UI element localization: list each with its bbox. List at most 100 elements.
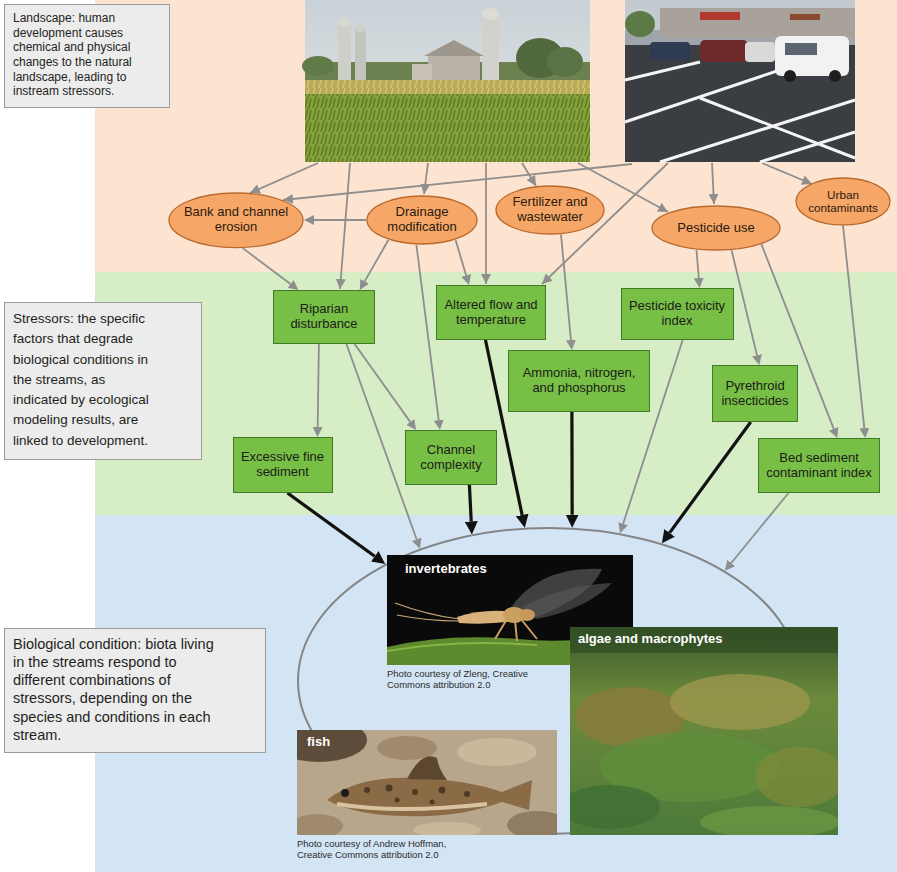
connector-arrow bbox=[469, 485, 471, 521]
parking-photo bbox=[700, 40, 748, 62]
mayfly-photo bbox=[395, 603, 459, 621]
oval-label: Pesticide use bbox=[677, 221, 754, 236]
photo-panel: algae and macrophytes bbox=[570, 627, 838, 835]
photo-credit: Photo courtesy of Zleng, Creative Common… bbox=[387, 668, 547, 691]
parking-photo bbox=[660, 8, 855, 38]
photo-arrow bbox=[250, 163, 318, 193]
stressor-box: Bed sediment contaminant index bbox=[758, 438, 880, 493]
farm-photo bbox=[547, 47, 583, 77]
fish-photo bbox=[377, 736, 437, 760]
landscape-change-oval: Fertilizer and wastewater bbox=[495, 185, 605, 235]
note-box: Biological condition: biota living in th… bbox=[4, 628, 266, 753]
landscape-band bbox=[95, 0, 897, 272]
fish-photo bbox=[337, 804, 487, 809]
stressor-label: Channel complexity bbox=[411, 443, 491, 473]
stressor-label: Pesticide toxicity index bbox=[628, 299, 726, 329]
note-text: Biological condition: biota living in th… bbox=[13, 635, 218, 744]
fish-photo bbox=[430, 800, 435, 805]
connector-arrow bbox=[561, 234, 571, 340]
photo-label: algae and macrophytes bbox=[578, 631, 723, 647]
algae-photo bbox=[570, 627, 838, 653]
connector-arrow bbox=[318, 344, 319, 427]
oval-outline bbox=[796, 178, 890, 225]
oval-outline bbox=[652, 206, 780, 250]
connector-arrow bbox=[314, 219, 366, 221]
fish-photo bbox=[412, 789, 418, 795]
parking-photo bbox=[650, 42, 690, 60]
fish-photo bbox=[507, 811, 557, 835]
oval-label: Urban contaminants bbox=[805, 188, 881, 215]
parking-photo bbox=[625, 62, 855, 162]
note-box: Stressors: the specific factors that deg… bbox=[4, 302, 202, 460]
photo-arrow bbox=[340, 163, 350, 289]
photo-arrow bbox=[712, 163, 714, 204]
farm-photo bbox=[338, 22, 351, 80]
note-box: Landscape: human development causes chem… bbox=[4, 4, 170, 108]
parking-photo bbox=[775, 36, 849, 76]
parking-photo bbox=[660, 100, 855, 162]
photo-panel: fishPhoto courtesy of Andrew Hoffman, Cr… bbox=[297, 730, 557, 835]
farm-photo bbox=[482, 14, 499, 82]
algae-photo bbox=[570, 627, 838, 835]
stressor-band bbox=[95, 272, 897, 515]
farm-photo bbox=[338, 17, 351, 27]
photo-arrow bbox=[762, 163, 812, 184]
stressor-box: Pesticide toxicity index bbox=[621, 288, 734, 340]
stressor-label: Ammonia, nitrogen, and phosphorus bbox=[515, 366, 643, 396]
oval-label: Bank and channel erosion bbox=[181, 205, 291, 235]
fish-photo bbox=[297, 730, 367, 762]
farm-photo bbox=[355, 24, 366, 32]
oval-outline bbox=[496, 186, 604, 234]
parking-photo bbox=[790, 14, 820, 20]
connector-arrow bbox=[670, 422, 751, 533]
photo-credit: Photo courtesy of Andrew Hoffman, Creati… bbox=[297, 838, 472, 861]
farm-photo bbox=[302, 0, 590, 162]
stressor-band bbox=[95, 272, 897, 515]
landscape-change-oval: Bank and channel erosion bbox=[168, 192, 304, 249]
connector-arrow bbox=[843, 225, 864, 428]
farm-photo bbox=[305, 80, 590, 94]
parking-photo bbox=[785, 43, 817, 55]
stressor-box: Riparian disturbance bbox=[273, 290, 375, 344]
parking-photo bbox=[625, 11, 655, 37]
fish-photo bbox=[386, 785, 393, 792]
photo-arrow bbox=[424, 163, 428, 194]
connector-arrow bbox=[731, 493, 788, 563]
connector-arrow bbox=[355, 344, 411, 422]
fish-photo bbox=[464, 791, 470, 797]
farm-photo bbox=[412, 64, 432, 82]
parking-photo bbox=[625, 0, 855, 162]
photo-label: fish bbox=[307, 734, 330, 750]
fish-photo bbox=[439, 787, 446, 794]
note-text: Landscape: human development causes chem… bbox=[13, 11, 161, 99]
fish-photo bbox=[341, 789, 349, 797]
stressor-label: Bed sediment contaminant index bbox=[764, 451, 874, 481]
algae-photo bbox=[670, 674, 810, 730]
farm-photo bbox=[428, 55, 480, 82]
farm-photo bbox=[424, 40, 484, 56]
connector-arrow bbox=[365, 240, 389, 281]
landscape-change-oval: Drainage modification bbox=[366, 195, 478, 245]
parking-photo bbox=[625, 62, 700, 80]
fish-photo bbox=[364, 785, 470, 805]
connector-arrow bbox=[570, 412, 573, 515]
fish-photo bbox=[297, 814, 343, 835]
farm-photo bbox=[305, 0, 590, 162]
parking-photo bbox=[625, 0, 855, 162]
parking-photo bbox=[700, 12, 740, 20]
algae-photo bbox=[570, 785, 660, 829]
fish-photo bbox=[395, 798, 400, 803]
stressor-box: Excessive fine sediment bbox=[233, 437, 333, 493]
landscape-change-oval: Pesticide use bbox=[651, 205, 781, 251]
fish-photo bbox=[407, 756, 447, 780]
oval-outline bbox=[367, 196, 477, 244]
landscape-change-oval: Urban contaminants bbox=[795, 177, 891, 226]
biota-ellipse: invertebratesPhoto courtesy of Zleng, Cr… bbox=[297, 527, 801, 835]
oval-outline bbox=[169, 193, 303, 248]
stressor-box: Pyrethroid insecticides bbox=[712, 365, 798, 422]
connector-arrow bbox=[288, 493, 375, 556]
mayfly-photo bbox=[387, 643, 537, 651]
fish-photo bbox=[413, 822, 481, 835]
stressor-box: Altered flow and temperature bbox=[436, 285, 546, 340]
